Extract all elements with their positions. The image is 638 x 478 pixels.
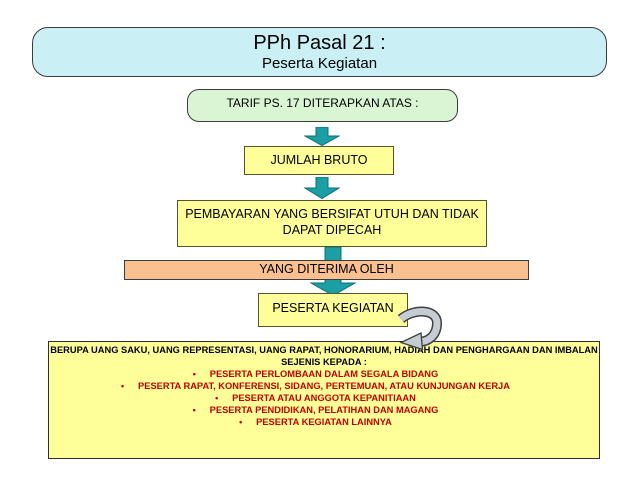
bullet-text: PESERTA PERLOMBAAN DALAM SEGALA BIDANG [209,369,439,379]
detail-box: BERUPA UANG SAKU, UANG REPRESENTASI, UAN… [48,341,600,459]
tarif-label: TARIF PS. 17 DITERAPKAN ATAS : [226,96,419,110]
tarif-box: TARIF PS. 17 DITERAPKAN ATAS : [187,89,458,122]
detail-header-line2: SEJENIS KEPADA : [281,357,367,367]
bullet-item: • PESERTA KEGIATAN LAINNYA [49,416,599,428]
bullet-text: PESERTA ATAU ANGGOTA KEPANITIAAN [232,393,416,403]
bullet-list: •PESERTA PERLOMBAAN DALAM SEGALA BIDANG … [49,368,599,428]
bullet-text: PESERTA RAPAT, KONFERENSI, SIDANG, PERTE… [138,381,510,391]
jumlah-bruto-label: JUMLAH BRUTO [270,153,368,167]
detail-header-line1: BERUPA UANG SAKU, UANG REPRESENTASI, UAN… [50,345,598,355]
bullet-item: • PESERTA PERLOMBAAN DALAM SEGALA BIDANG [49,368,599,380]
bullet-item: • PESERTA PENDIDIKAN, PELATIHAN DAN MAGAN… [49,404,599,416]
bullet-dot: • [239,417,243,427]
slide-title-line2: Peserta Kegiatan [261,55,378,72]
bullet-text: PESERTA KEGIATAN LAINNYA [256,417,392,427]
yang-diterima-label: YANG DITERIMA OLEH [259,262,394,276]
slide-title-line1: PPh Pasal 21 : [253,32,386,54]
down-arrow-icon [303,126,341,151]
yang-diterima-bar: YANG DITERIMA OLEH [124,260,529,280]
jumlah-bruto-box: JUMLAH BRUTO [244,146,394,175]
pembayaran-line2: DAPAT DIPECAH [282,223,382,237]
pembayaran-box: PEMBAYARAN YANG BERSIFAT UTUH DAN TIDAK … [177,200,487,247]
bullet-item: • PESERTA ATAU ANGGOTA KEPANITIAAN [49,392,599,404]
pembayaran-line1: PEMBAYARAN YANG BERSIFAT UTUH DAN TIDAK [185,207,479,221]
slide-title-box: PPh Pasal 21 : Peserta Kegiatan [32,27,607,77]
bullet-dot: • [192,405,196,415]
bullet-dot: • [121,381,125,391]
bullet-dot: • [215,393,219,403]
bullet-dot: • [192,369,196,379]
down-arrow-icon [303,176,341,204]
bullet-text: PESERTA PENDIDIKAN, PELATIHAN DAN MAGANG [209,405,439,415]
bullet-item: • PESERTA RAPAT, KONFERENSI, SIDANG, PERT… [49,380,599,392]
peserta-kegiatan-box: PESERTA KEGIATAN [258,293,408,327]
curved-arrow-icon [394,306,444,355]
peserta-kegiatan-label: PESERTA KEGIATAN [272,301,394,315]
